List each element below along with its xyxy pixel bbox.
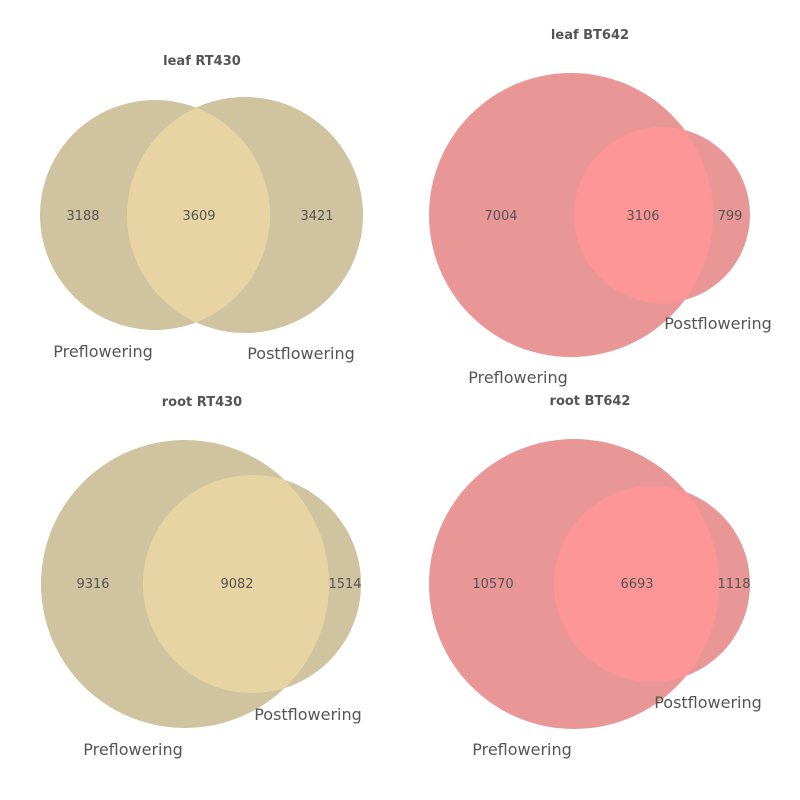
overlap-region: [554, 486, 719, 682]
set-label-preflowering: Preflowering: [468, 368, 568, 387]
venn-panel-root-rt430: root RT430 9316 9082 1514 Preflowering P…: [41, 395, 362, 759]
count-overlap: 3106: [626, 209, 659, 224]
venn-panel-leaf-bt642: leaf BT642 7004 3106 799 Preflowering Po…: [429, 28, 772, 387]
count-only-preflowering: 3188: [66, 209, 99, 224]
overlap-region: [127, 100, 270, 330]
set-label-preflowering: Preflowering: [53, 342, 153, 361]
count-only-postflowering: 799: [718, 209, 743, 224]
set-label-postflowering: Postflowering: [664, 314, 772, 333]
overlap-region: [574, 127, 713, 303]
count-only-preflowering: 9316: [76, 577, 109, 592]
count-overlap: 6693: [620, 577, 653, 592]
count-only-preflowering: 7004: [484, 209, 517, 224]
venn-panel-leaf-rt430: leaf RT430 3188 3609 3421 Preflowering P…: [40, 54, 363, 363]
count-overlap: 9082: [220, 577, 253, 592]
count-only-preflowering: 10570: [472, 577, 513, 592]
count-only-postflowering: 3421: [300, 209, 333, 224]
chart-title: leaf BT642: [551, 28, 629, 43]
set-label-preflowering: Preflowering: [472, 740, 572, 759]
set-label-postflowering: Postflowering: [247, 344, 355, 363]
chart-title: root RT430: [162, 395, 242, 410]
chart-title: root BT642: [550, 394, 631, 409]
count-only-postflowering: 1118: [717, 577, 750, 592]
count-only-postflowering: 1514: [328, 577, 361, 592]
set-label-preflowering: Preflowering: [83, 740, 183, 759]
chart-title: leaf RT430: [163, 54, 241, 69]
count-overlap: 3609: [182, 209, 215, 224]
set-label-postflowering: Postflowering: [654, 693, 762, 712]
set-label-postflowering: Postflowering: [254, 705, 362, 724]
overlap-region: [143, 475, 329, 693]
venn-panel-root-bt642: root BT642 10570 6693 1118 Preflowering …: [429, 394, 762, 759]
